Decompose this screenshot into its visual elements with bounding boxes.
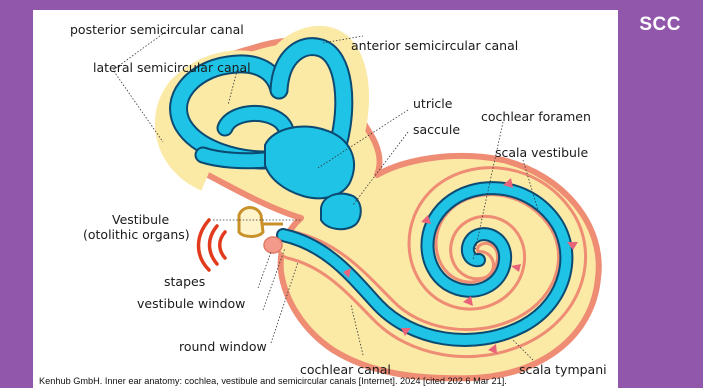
label-stapes: stapes <box>164 274 205 289</box>
scc-badge: SCC <box>639 14 681 36</box>
label-cochlear-foramen: cochlear foramen <box>481 109 591 124</box>
label-vestibule-window: vestibule window <box>137 296 245 311</box>
label-cochlear-canal: cochlear canal <box>300 362 391 377</box>
label-anterior-canal: anterior semicircular canal <box>351 38 518 53</box>
diagram-panel: posterior semicircular canal anterior se… <box>33 10 618 388</box>
label-saccule: saccule <box>413 122 460 137</box>
label-vestibule-line1: Vestibule <box>112 212 169 227</box>
label-utricle: utricle <box>413 96 453 111</box>
label-posterior-canal: posterior semicircular canal <box>70 22 244 37</box>
inner-ear-diagram: posterior semicircular canal anterior se… <box>33 10 618 388</box>
saccule-sac <box>321 194 361 229</box>
label-round-window: round window <box>179 339 267 354</box>
sound-waves <box>199 220 226 270</box>
citation-text: Kenhub GmbH. Inner ear anatomy: cochlea,… <box>39 376 507 386</box>
round-window <box>264 237 282 253</box>
label-scala-vestibule: scala vestibule <box>495 145 588 160</box>
label-vestibule-line2: (otolithic organs) <box>83 227 190 242</box>
label-scala-tympani: scala tympani <box>519 362 607 377</box>
label-lateral-canal: lateral semicircular canal <box>93 60 251 75</box>
